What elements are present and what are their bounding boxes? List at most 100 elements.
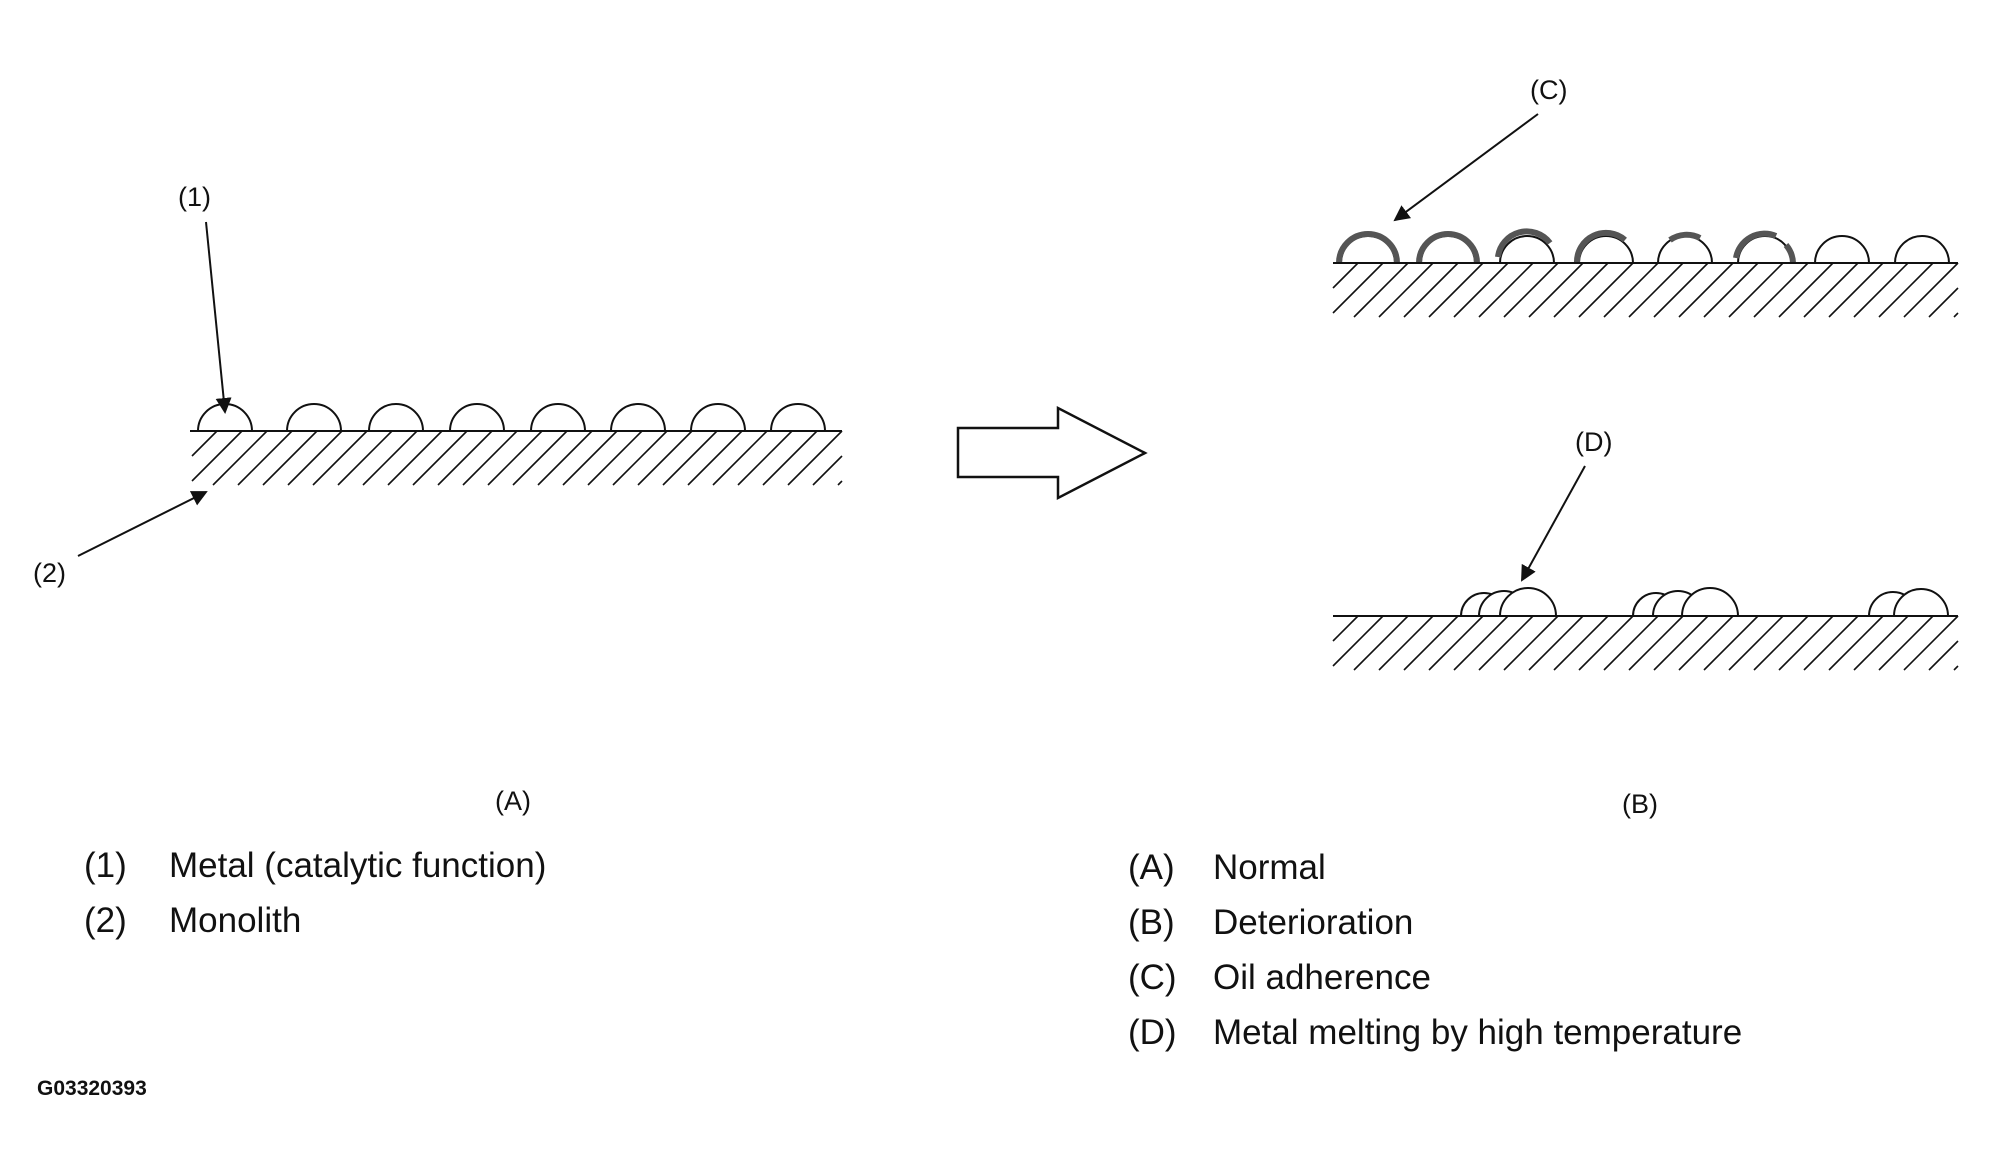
hatch-line [1653, 262, 1709, 318]
hatch-line [1353, 262, 1409, 318]
hatch-line [1528, 615, 1584, 671]
callout-c: (C) [1393, 75, 1567, 222]
hatch-line [1353, 615, 1409, 671]
callout-2-arrow [77, 491, 208, 557]
figure-id: G03320393 [37, 1077, 147, 1100]
legend-item: (2) Monolith [84, 893, 546, 948]
legend-item: (C) Oil adherence [1128, 950, 1742, 1005]
legend-item: (1) Metal (catalytic function) [84, 838, 546, 893]
hatch-line [1853, 615, 1909, 671]
caption-panel-a: (A) [495, 786, 531, 816]
hatch-line [1928, 287, 1959, 318]
hatch-line [1378, 262, 1434, 318]
hatch-line [1428, 615, 1484, 671]
hatch-line [1678, 262, 1734, 318]
hatch-line [1878, 262, 1934, 318]
legend-text: Normal [1213, 848, 1326, 887]
legend-code: (A) [1128, 848, 1175, 887]
caption-panel-b: (B) [1622, 789, 1658, 819]
callout-d: (D) [1521, 427, 1612, 582]
hatch-line [1728, 615, 1784, 671]
hatch-line [1553, 615, 1609, 671]
hatch-line [437, 430, 493, 486]
monolith-substrate [190, 430, 843, 486]
hatch-line [587, 430, 643, 486]
hatch-line [1503, 615, 1559, 671]
panel-a-normal [190, 403, 843, 486]
panel-b-metal-melting [1332, 587, 1959, 671]
hatch-line [1703, 262, 1759, 318]
hatch-line [1953, 665, 1959, 671]
legend-code: (1) [84, 846, 127, 885]
legend-text: Oil adherence [1213, 958, 1431, 997]
hatch-line [1332, 262, 1359, 289]
hatch-line [1478, 262, 1534, 318]
hatch-line [237, 430, 293, 486]
hatch-line [1778, 615, 1834, 671]
legend-item: (D) Metal melting by high temperature [1128, 1005, 1742, 1060]
hatch-line [1603, 262, 1659, 318]
callout-d-arrow [1521, 465, 1586, 582]
legend-text: Monolith [169, 901, 302, 940]
hatch-line [1332, 262, 1384, 314]
hatch-line [1903, 262, 1959, 318]
hatch-line [1578, 262, 1634, 318]
metal-particles-row [197, 403, 826, 432]
hatch-line [1703, 615, 1759, 671]
callout-1-arrow [205, 221, 232, 414]
hatch-line [812, 455, 843, 486]
hatch-line [191, 430, 243, 482]
hatch-line [737, 430, 793, 486]
hatch-line [1953, 312, 1959, 318]
hatch-line [287, 430, 343, 486]
callout-1-label: (1) [178, 182, 211, 212]
hatch-line [612, 430, 668, 486]
hatch-line [1803, 262, 1859, 318]
hatch-line [1903, 615, 1959, 671]
hatch-line [1778, 262, 1834, 318]
hatch-line [412, 430, 468, 486]
legend-item: (B) Deterioration [1128, 895, 1742, 950]
hatch-line [487, 430, 543, 486]
hatch-line [362, 430, 418, 486]
hatch-line [562, 430, 618, 486]
hatch-line [1878, 615, 1934, 671]
legend-text: Deterioration [1213, 903, 1414, 942]
hatch-line [1603, 615, 1659, 671]
hatch-line [1332, 615, 1384, 667]
hatch-line [1403, 262, 1459, 318]
panel-b-oil-adherence [1332, 228, 1959, 318]
hatch-line [1403, 615, 1459, 671]
hatch-line [1653, 615, 1709, 671]
hatch-line [1528, 262, 1584, 318]
callout-2-label: (2) [33, 558, 66, 588]
hatch-line [1828, 262, 1884, 318]
hatch-line [712, 430, 768, 486]
hatch-line [687, 430, 743, 486]
hatch-line [1332, 615, 1359, 642]
legend-text: Metal melting by high temperature [1213, 1013, 1743, 1052]
oil-coating [1336, 228, 1796, 264]
hatch-line [1803, 615, 1859, 671]
monolith-substrate [1332, 615, 1959, 671]
hatch-line [212, 430, 268, 486]
callout-c-label: (C) [1530, 75, 1567, 105]
hatch-line [762, 430, 818, 486]
hatch-line [1453, 615, 1509, 671]
callout-1: (1) [178, 182, 232, 414]
hatch-line [387, 430, 443, 486]
legend-right: (A) Normal (B) Deterioration (C) Oil adh… [1128, 840, 1742, 1060]
hatch-line [337, 430, 393, 486]
hatch-line [1853, 262, 1909, 318]
callout-2: (2) [33, 491, 208, 588]
monolith-substrate [1332, 262, 1959, 318]
hatch-line [1578, 615, 1634, 671]
hatch-line [1753, 262, 1809, 318]
hatch-line [1678, 615, 1734, 671]
legend-text: Metal (catalytic function) [169, 846, 547, 885]
legend-code: (2) [84, 901, 127, 940]
hatch-line [1728, 262, 1784, 318]
hatch-line [1628, 262, 1684, 318]
hatch-line [462, 430, 518, 486]
callout-c-arrow [1393, 113, 1539, 222]
